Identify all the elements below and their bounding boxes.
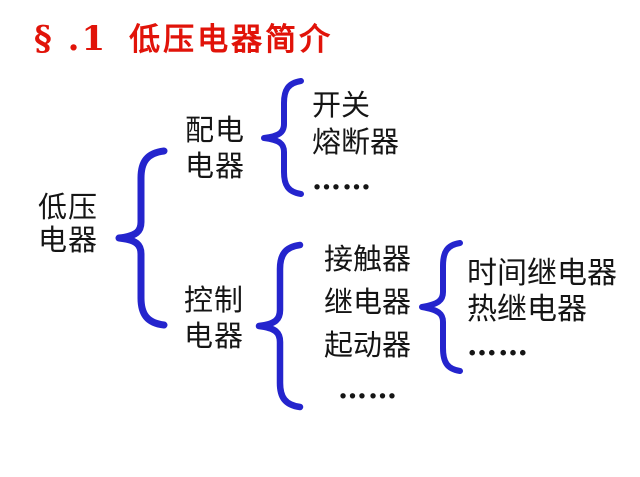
item-contactor: 接触器 <box>324 242 412 276</box>
title-section-number: § .1 <box>34 19 108 59</box>
node-low-voltage-apparatus: 低压 电器 <box>38 191 98 257</box>
item-relay: 继电器 <box>324 285 412 319</box>
node-distribution-apparatus: 配电 电器 <box>185 112 245 184</box>
brace-control-icon <box>255 241 304 411</box>
item-time-relay: 时间继电器 <box>467 256 617 291</box>
node-label-line: 电器 <box>185 149 246 183</box>
item-relay-ellipsis: …… <box>467 328 529 363</box>
node-control-apparatus: 控制 电器 <box>184 282 244 354</box>
item-switch: 开关 <box>312 88 371 122</box>
node-label-line: 控制 <box>184 283 245 317</box>
item-thermal-relay: 热继电器 <box>467 292 587 327</box>
node-label-line: 电器 <box>184 319 245 353</box>
distribution-children-list: 开关 熔断器 …… <box>312 87 399 198</box>
page-title: § .1 低压电器简介 <box>34 14 333 59</box>
node-label-line: 配电 <box>185 113 246 147</box>
item-distribution-ellipsis: …… <box>312 162 372 196</box>
item-control-ellipsis: …… <box>338 371 398 405</box>
control-children-list: 接触器 继电器 起动器 …… <box>324 238 411 410</box>
brace-relay-icon <box>419 240 463 374</box>
item-fuse: 熔断器 <box>312 125 400 159</box>
title-text: 低压电器简介 <box>129 22 334 58</box>
item-starter: 起动器 <box>324 328 412 362</box>
node-label-line: 电器 <box>38 223 99 257</box>
relay-children-list: 时间继电器 热继电器 …… <box>467 256 617 364</box>
node-label-line: 低压 <box>38 190 99 224</box>
brace-root-icon <box>115 147 168 329</box>
brace-distribution-icon <box>261 78 304 197</box>
